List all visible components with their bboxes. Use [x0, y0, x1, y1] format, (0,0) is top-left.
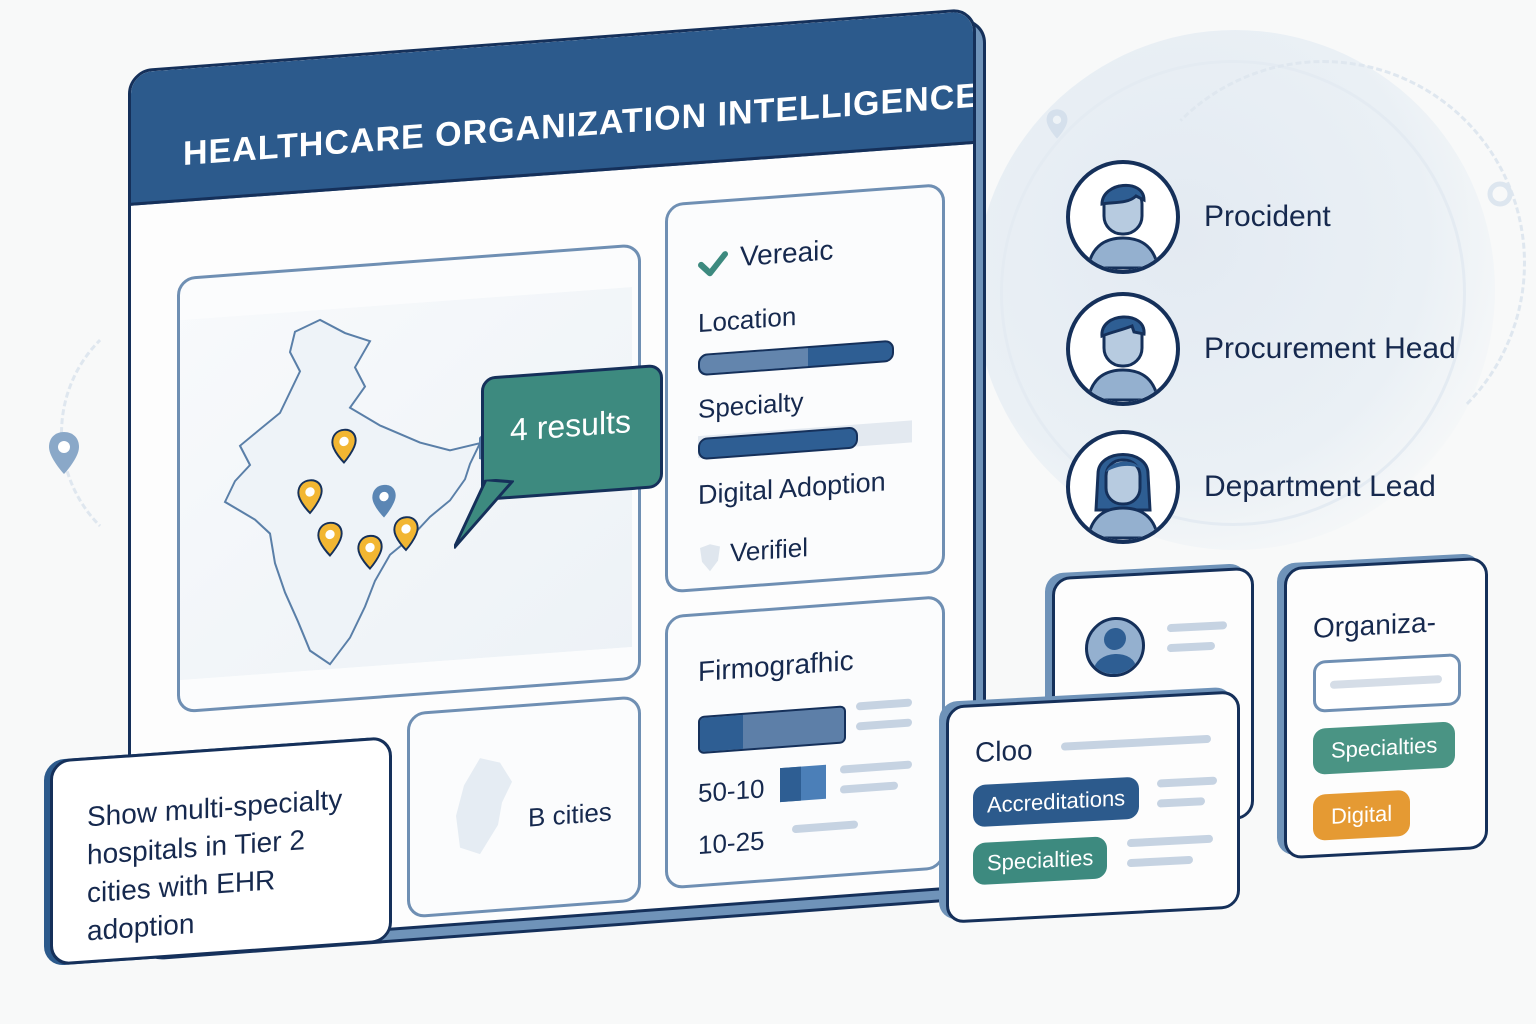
chip-digital[interactable]: Digital	[1313, 789, 1411, 841]
org-detail-title: Cloo	[975, 734, 1033, 769]
specialty-slider[interactable]	[698, 426, 858, 461]
firmographic-bar-small[interactable]	[780, 764, 826, 803]
text-placeholder	[792, 820, 858, 834]
chip-specialties[interactable]: Specialties	[1313, 721, 1456, 775]
text-placeholder	[840, 760, 912, 774]
text-placeholder	[1061, 734, 1211, 751]
window-body: HEALTHCARE ORGANIZATION INTELLIGENCE	[128, 7, 976, 951]
text-placeholder	[1167, 641, 1215, 653]
filter-label-specialty: Specialty	[698, 386, 804, 425]
female-avatar-icon	[1066, 430, 1180, 544]
text-placeholder	[1127, 855, 1193, 868]
firmographic-panel: Firmografhic 50-10 10-25	[665, 595, 945, 890]
chip-accreditations[interactable]: Accreditations	[973, 776, 1140, 828]
map-pin-icon[interactable]	[296, 476, 324, 518]
male-avatar-icon	[1066, 160, 1180, 274]
title-bar: HEALTHCARE ORGANIZATION INTELLIGENCE	[131, 10, 976, 206]
filter-panel: Vereaic Location Specialty Digital Adopt…	[665, 183, 945, 594]
location-ring-icon	[1487, 181, 1513, 207]
text-placeholder	[856, 718, 912, 731]
persona-label: Procurement Head	[1204, 332, 1456, 365]
map-pin-icon[interactable]	[392, 513, 420, 555]
location-slider[interactable]	[698, 339, 894, 377]
organization-title: Organiza-	[1313, 606, 1436, 644]
filter-header: Vereaic	[740, 234, 834, 273]
app-title: HEALTHCARE ORGANIZATION INTELLIGENCE	[183, 76, 976, 173]
text-placeholder	[1167, 621, 1227, 633]
map-pin-icon	[1046, 109, 1068, 139]
male-avatar-icon	[1066, 292, 1180, 406]
firmographic-range-2: 10-25	[698, 825, 765, 861]
results-count: 4 results	[510, 403, 631, 448]
cities-label: B cities	[528, 796, 612, 833]
input-placeholder	[1330, 675, 1442, 689]
persona-label: Department Lead	[1204, 470, 1436, 503]
map-pin-icon[interactable]	[370, 480, 398, 522]
firmographic-title: Firmografhic	[698, 644, 854, 688]
map-pin-icon[interactable]	[356, 531, 384, 573]
map-pin-icon[interactable]	[316, 518, 344, 560]
shield-icon	[700, 544, 720, 572]
persona-item[interactable]: Procurement Head	[1066, 292, 1456, 406]
firmographic-range-1: 50-10	[698, 773, 765, 809]
persona-item[interactable]: Procident	[1066, 160, 1331, 274]
firmographic-bar-wide[interactable]	[698, 705, 846, 755]
persona-item[interactable]: Department Lead	[1066, 430, 1436, 544]
filter-label-location: Location	[698, 300, 797, 339]
search-query-text: Show multi-specialty hospitals in Tier 2…	[87, 777, 389, 950]
organization-search-input[interactable]	[1313, 653, 1461, 713]
text-placeholder	[1157, 797, 1205, 808]
text-placeholder	[1127, 834, 1213, 848]
dashed-arc-right	[1120, 60, 1526, 466]
org-detail-card[interactable]: Cloo Accreditations Specialties	[946, 690, 1240, 924]
cities-panel[interactable]: B cities	[407, 695, 641, 919]
filter-label-digital-adoption: Digital Adoption	[698, 466, 886, 511]
verified-label: Verifiel	[730, 532, 809, 568]
map-pin-icon[interactable]	[330, 425, 358, 467]
search-query-card[interactable]: Show multi-specialty hospitals in Tier 2…	[50, 736, 392, 966]
map-pin-icon	[49, 432, 79, 474]
region-map-icon	[456, 758, 512, 855]
user-avatar-icon	[1085, 615, 1145, 679]
chip-specialties[interactable]: Specialties	[973, 836, 1108, 886]
organization-card[interactable]: Organiza- Specialties Digital	[1284, 556, 1488, 860]
text-placeholder	[856, 698, 912, 711]
check-icon	[698, 251, 728, 277]
text-placeholder	[840, 781, 898, 794]
results-count-bubble[interactable]: 4 results	[454, 363, 663, 550]
bubble-tail	[454, 478, 514, 550]
main-window: HEALTHCARE ORGANIZATION INTELLIGENCE	[128, 7, 986, 962]
text-placeholder	[1157, 776, 1217, 788]
persona-label: Procident	[1204, 200, 1331, 233]
